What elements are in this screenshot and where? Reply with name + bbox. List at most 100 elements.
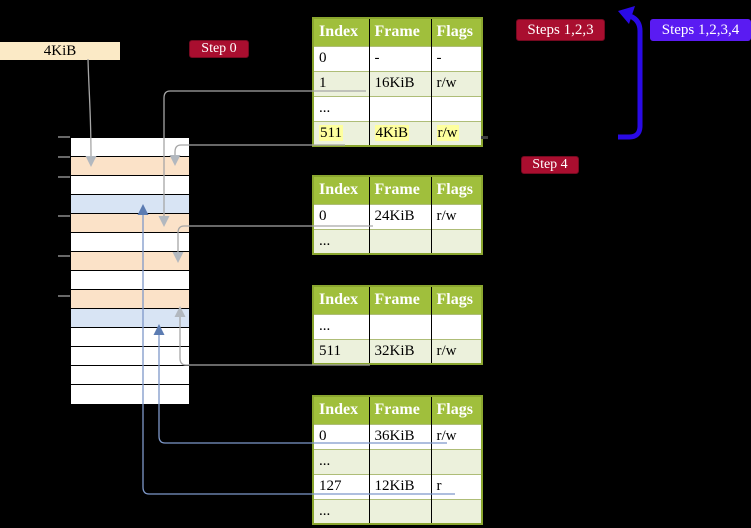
cell-text: ... <box>319 453 331 469</box>
memory-frame-row-peach <box>71 214 189 233</box>
cell-text: ... <box>319 318 331 334</box>
column-header: Frame <box>368 286 431 314</box>
table-cell: - <box>368 45 431 71</box>
cell-text: 127 <box>319 478 342 494</box>
table-cell <box>368 313 431 339</box>
cell-text: 36KiB <box>374 428 415 444</box>
column-header: Index <box>313 286 369 314</box>
memory-frame-row-white <box>71 385 189 404</box>
steps1234-badge: Steps 1,2,3,4 <box>650 19 751 41</box>
column-header: Frame <box>368 396 431 424</box>
table-cell <box>368 228 431 254</box>
table-cell: r/w <box>430 70 482 96</box>
cell-text: 1 <box>319 75 327 91</box>
cell-text: r/w <box>436 75 457 91</box>
page-size-label: 4KiB <box>0 42 120 60</box>
table-cell: r/w <box>430 338 482 364</box>
table-cell: r <box>430 473 482 499</box>
table-cell: 12KiB <box>368 473 431 499</box>
cell-text: 16KiB <box>374 75 415 91</box>
table-row: 0 - - <box>313 45 482 71</box>
table-cell: 24KiB <box>368 203 431 229</box>
table-cell: 0 <box>313 423 369 449</box>
table-cell: ... <box>313 228 369 254</box>
table-cell: r/w <box>430 203 482 229</box>
memory-frame-row-blue <box>71 309 189 328</box>
cell-text: r/w <box>436 208 457 224</box>
table-cell <box>430 498 482 524</box>
step4-badge: Step 4 <box>521 156 579 174</box>
physical-memory <box>70 137 190 405</box>
cell-text: 32KiB <box>374 342 415 359</box>
memory-frame-row-peach <box>71 252 189 271</box>
table-cell <box>430 95 482 121</box>
memory-frame-row-blue <box>71 195 189 214</box>
table-cell: 16KiB <box>368 70 431 96</box>
table-cell: 1 <box>313 70 369 96</box>
table-cell: 127 <box>313 473 369 499</box>
table-cell <box>430 228 482 254</box>
column-header: Flags <box>430 18 482 46</box>
table-cell: 511 <box>313 120 369 146</box>
column-header: Flags <box>430 176 482 204</box>
table-cell <box>430 448 482 474</box>
cell-text: 0 <box>319 50 327 66</box>
cell-text: 24KiB <box>374 208 415 224</box>
cell-text: 511 <box>319 124 343 141</box>
memory-frame-row-white <box>71 347 189 366</box>
table-cell <box>430 313 482 339</box>
table-cell <box>368 95 431 121</box>
table-row: ... <box>313 95 482 121</box>
table-cell: 0 <box>313 203 369 229</box>
table-cell: ... <box>313 448 369 474</box>
table-row: 0 24KiB r/w <box>313 203 482 229</box>
table-row: 511 32KiB r/w <box>313 338 482 364</box>
memory-frame-row-white <box>71 233 189 252</box>
cell-text: - <box>374 50 380 66</box>
table-row: 1 16KiB r/w <box>313 70 482 96</box>
table-cell: - <box>430 45 482 71</box>
cell-text: 511 <box>319 342 341 359</box>
memory-frame-row-peach <box>71 157 189 176</box>
memory-frame-row-white <box>71 176 189 195</box>
column-header: Index <box>313 18 369 46</box>
table-cell: 0 <box>313 45 369 71</box>
column-header: Frame <box>368 18 431 46</box>
table-row: ... <box>313 498 482 524</box>
memory-frame-row-white <box>71 366 189 385</box>
table-row: ... <box>313 228 482 254</box>
cell-text: 0 <box>319 428 327 444</box>
table-cell: 32KiB <box>368 338 431 364</box>
memory-frame-row-white <box>71 138 189 157</box>
memory-frame-row-white <box>71 271 189 290</box>
table-cell: ... <box>313 498 369 524</box>
table-cell: r/w <box>430 423 482 449</box>
cell-text: - <box>436 50 442 66</box>
arrow-table1-row511-to-memory-4kib <box>169 144 345 166</box>
cell-text: 0 <box>319 208 327 224</box>
column-header: Index <box>313 396 369 424</box>
table-row: ... <box>313 313 482 339</box>
table-cell: ... <box>313 95 369 121</box>
table-cell: r/w <box>430 120 482 146</box>
cell-text: 4KiB <box>374 124 410 141</box>
table-cell: 511 <box>313 338 369 364</box>
arrow-loop-steps1234 <box>618 6 643 140</box>
table-row: 511 4KiB r/w <box>313 120 482 146</box>
table-row: ... <box>313 448 482 474</box>
table-cell: ... <box>313 313 369 339</box>
cell-text: r/w <box>436 124 459 141</box>
table-row: 0 36KiB r/w <box>313 423 482 449</box>
table-cell <box>368 498 431 524</box>
